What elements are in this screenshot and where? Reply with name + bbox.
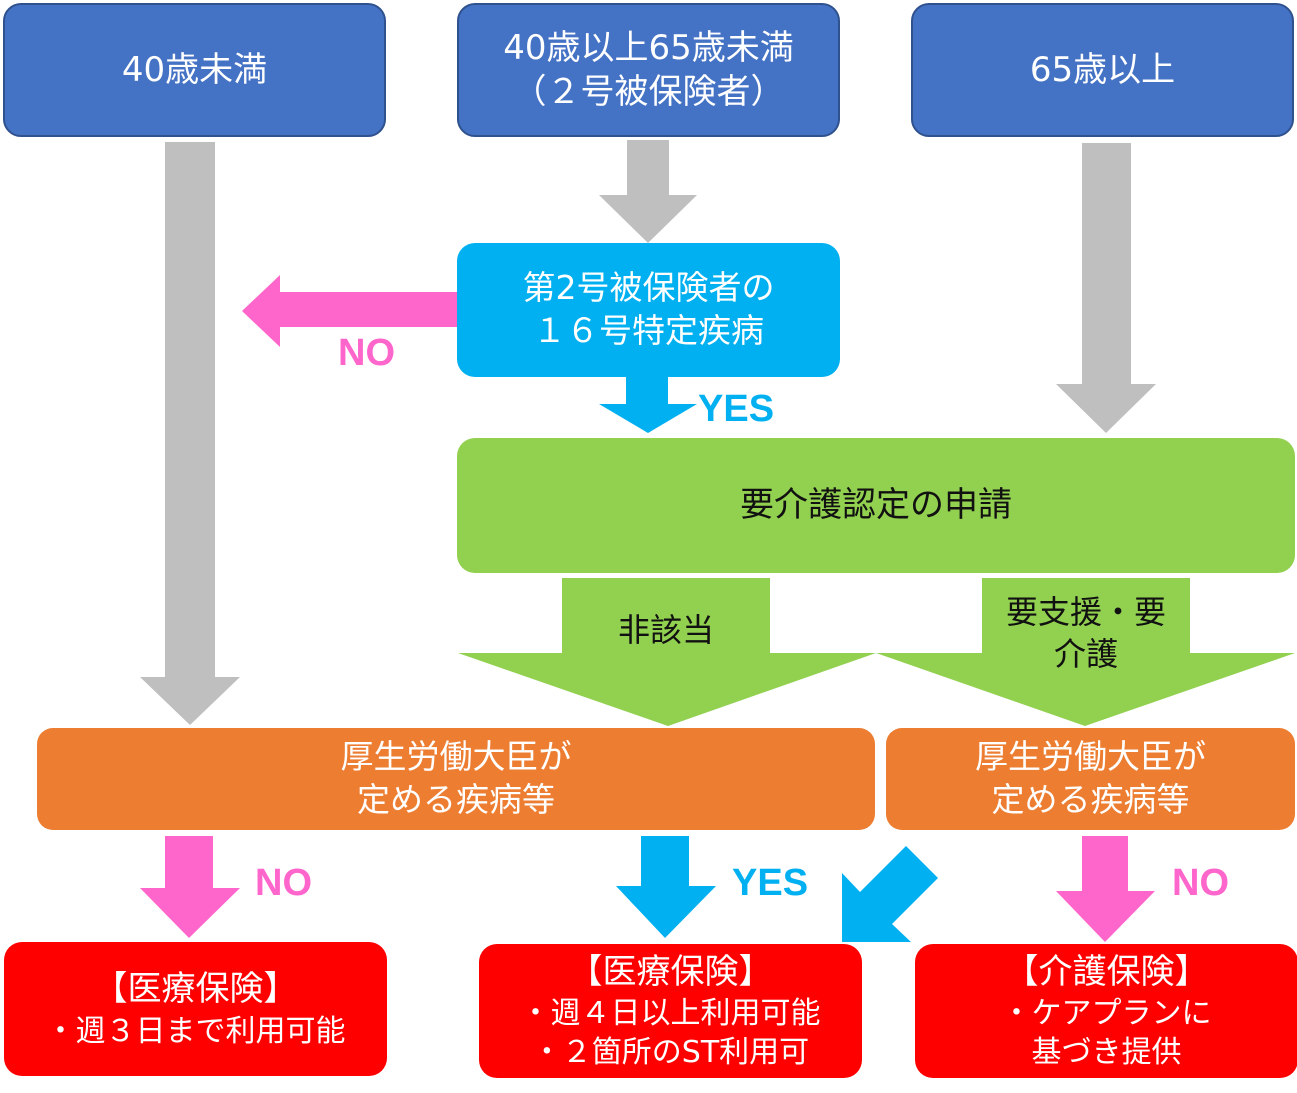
result-medical-mid-line2: ・２箇所のST利用可 [531, 1035, 810, 1071]
result-care-right-line1: ・ケアプランに [1001, 996, 1212, 1032]
minister-criteria-box-left: 厚生労働大臣が 定める疾病等 [37, 728, 875, 830]
care-application-label: 要介護認定の申請 [740, 485, 1012, 526]
minister-criteria-right-line2: 定める疾病等 [991, 780, 1190, 819]
age-40-to-64-box: 40歳以上65歳未満 （２号被保険者） [457, 3, 840, 137]
arrow-under40-down [140, 142, 240, 725]
minister-criteria-box-right: 厚生労働大臣が 定める疾病等 [886, 728, 1295, 830]
arrow-mid-down [599, 140, 697, 243]
result-care-right-title: 【介護保険】 [1004, 951, 1209, 992]
age-40-to-64-label: 40歳以上65歳未満 [503, 27, 794, 68]
age-under40-box: 40歳未満 [3, 3, 386, 137]
arrow-diagonal-yes [842, 846, 938, 942]
support-care-label: 要支援・要 介護 [982, 592, 1190, 675]
arrow-support-care [876, 578, 1295, 726]
age-over65-label: 65歳以上 [1029, 49, 1176, 90]
specified-disease-line2: １６号特定疾病 [533, 311, 764, 350]
yes-label-disease: YES [698, 388, 775, 430]
no-label-left: NO [255, 862, 312, 904]
minister-criteria-left-line1: 厚生労働大臣が [340, 737, 572, 777]
support-care-line2: 介護 [1053, 634, 1118, 673]
result-medical-mid-title: 【医療保険】 [568, 951, 773, 992]
care-application-box: 要介護認定の申請 [457, 438, 1295, 573]
specified-disease-line1: 第2号被保険者の [522, 268, 775, 308]
no-label-right: NO [1172, 862, 1229, 904]
support-care-line1: 要支援・要 [1005, 593, 1166, 631]
not-applicable-label: 非該当 [617, 611, 714, 649]
arrow-disease-no [242, 275, 457, 347]
arrow-over65-down [1056, 143, 1156, 433]
arrow-not-applicable [458, 578, 876, 726]
result-care-right-line2: 基づき提供 [1031, 1035, 1182, 1071]
specified-disease-box: 第2号被保険者の １６号特定疾病 [457, 243, 840, 377]
result-medical-mid-box: 【医療保険】 ・週４日以上利用可能 ・２箇所のST利用可 [479, 944, 862, 1078]
minister-criteria-left-line2: 定める疾病等 [357, 780, 555, 819]
age-under40-label: 40歳未満 [121, 49, 268, 90]
result-medical-left-title: 【医療保険】 [93, 969, 298, 1010]
result-medical-left-box: 【医療保険】 ・週３日まで利用可能 [4, 942, 387, 1076]
minister-criteria-right-line1: 厚生労働大臣が [975, 737, 1206, 777]
yes-label-mid: YES [732, 862, 809, 904]
result-medical-left-line1: ・週３日まで利用可能 [45, 1013, 346, 1049]
age-40-to-64-sublabel: （２号被保険者） [512, 72, 785, 112]
arrow-mid-yes [616, 836, 716, 938]
arrow-right-no [1056, 836, 1155, 942]
age-over65-box: 65歳以上 [911, 3, 1294, 137]
result-care-right-box: 【介護保険】 ・ケアプランに 基づき提供 [915, 944, 1297, 1078]
no-label-disease: NO [338, 332, 395, 374]
arrow-left-no [140, 836, 240, 938]
result-medical-mid-line1: ・週４日以上利用可能 [520, 996, 821, 1032]
arrow-disease-yes [599, 377, 697, 433]
